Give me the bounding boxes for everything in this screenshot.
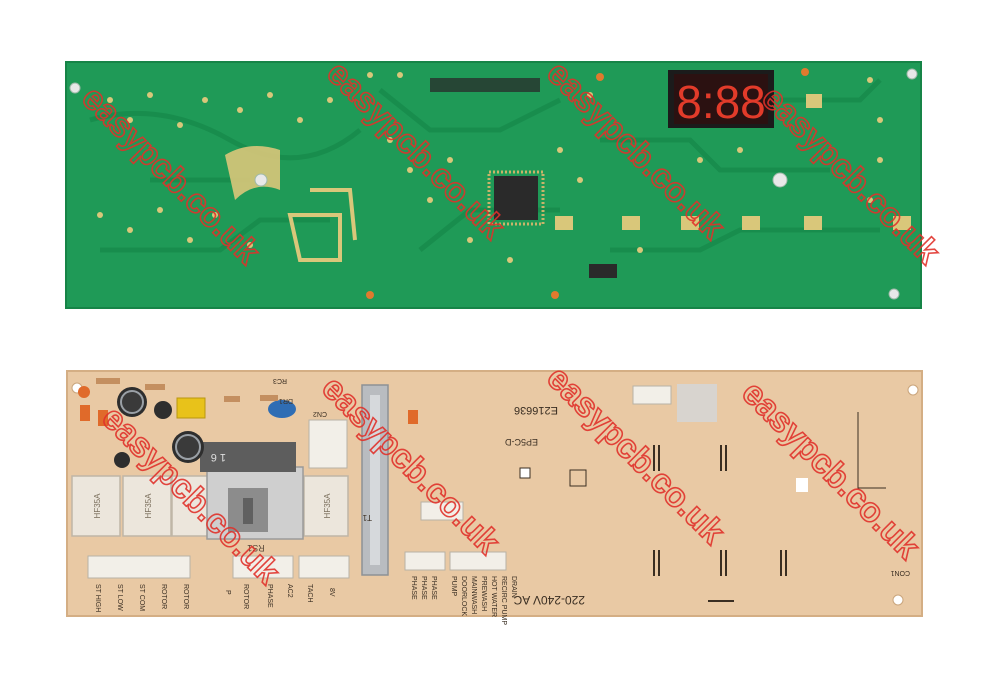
svg-text:AC2: AC2 bbox=[286, 584, 293, 598]
svg-text:RC3: RC3 bbox=[273, 377, 287, 384]
top-board-solder-side: 8:88 bbox=[65, 61, 922, 309]
x-capacitor bbox=[176, 397, 206, 419]
part-number-label: E216636 bbox=[514, 404, 558, 416]
svg-text:ST COM: ST COM bbox=[138, 584, 145, 611]
svg-text:1 6: 1 6 bbox=[211, 451, 226, 463]
svg-text:PHASE: PHASE bbox=[410, 576, 417, 600]
svg-text:CON1: CON1 bbox=[890, 569, 910, 576]
connector-cn2 bbox=[308, 419, 348, 469]
svg-text:DR1: DR1 bbox=[279, 397, 293, 404]
svg-text:TACH: TACH bbox=[306, 584, 313, 603]
svg-text:HF35A: HF35A bbox=[93, 493, 102, 519]
svg-text:RS1: RS1 bbox=[247, 543, 265, 553]
svg-text:T1: T1 bbox=[362, 513, 372, 522]
bottom-board-component-side: HF35A HF35A HF35A RS1 1 6 bbox=[66, 370, 923, 625]
svg-text:ST LOW: ST LOW bbox=[116, 584, 123, 611]
svg-text:HF35A: HF35A bbox=[144, 493, 153, 519]
heatsink bbox=[361, 384, 389, 576]
svg-text:ROTOR: ROTOR bbox=[182, 584, 189, 609]
bottom-connectors bbox=[87, 385, 672, 579]
svg-text:8V: 8V bbox=[328, 588, 335, 597]
svg-text:PHASE: PHASE bbox=[420, 576, 427, 600]
svg-text:ROTOR: ROTOR bbox=[160, 584, 167, 609]
svg-text:P: P bbox=[224, 590, 231, 595]
blue-capacitor bbox=[268, 400, 296, 418]
svg-text:DRAIN: DRAIN bbox=[510, 576, 517, 598]
svg-text:CN2: CN2 bbox=[313, 410, 327, 417]
display-readout: 8:88 bbox=[676, 76, 766, 128]
svg-text:PREWASH: PREWASH bbox=[480, 576, 487, 611]
relay-bank: HF35A HF35A HF35A bbox=[71, 475, 349, 537]
svg-text:HOT WATER: HOT WATER bbox=[490, 576, 497, 617]
capacitors bbox=[114, 387, 204, 468]
transformer-t1: 1 6 bbox=[200, 442, 296, 472]
power-module-rs1: RS1 bbox=[206, 466, 304, 553]
microcontroller-chip bbox=[487, 170, 545, 226]
svg-text:RECIRC PUMP: RECIRC PUMP bbox=[500, 576, 507, 625]
svg-text:DOORLOCK: DOORLOCK bbox=[460, 576, 467, 616]
tactile-switch-pads bbox=[555, 94, 911, 230]
svg-text:HF35A: HF35A bbox=[323, 493, 332, 519]
seven-segment-display: 8:88 bbox=[668, 70, 774, 128]
svg-text:PHASE: PHASE bbox=[266, 584, 273, 608]
svg-text:ROTOR: ROTOR bbox=[242, 584, 249, 609]
svg-text:ST HIGH: ST HIGH bbox=[94, 584, 101, 612]
voltage-rating-label: 220-240V AC bbox=[513, 593, 585, 607]
connector-pin-labels: ST HIGH ST LOW ST COM ROTOR ROTOR P ROTO… bbox=[94, 576, 517, 625]
svg-text:PHASE: PHASE bbox=[430, 576, 437, 600]
model-code-label: EP5C-D bbox=[504, 437, 538, 447]
svg-text:PUMP: PUMP bbox=[450, 576, 457, 597]
svg-text:MAINWASH: MAINWASH bbox=[470, 576, 477, 614]
blurred-sticker bbox=[677, 384, 717, 422]
